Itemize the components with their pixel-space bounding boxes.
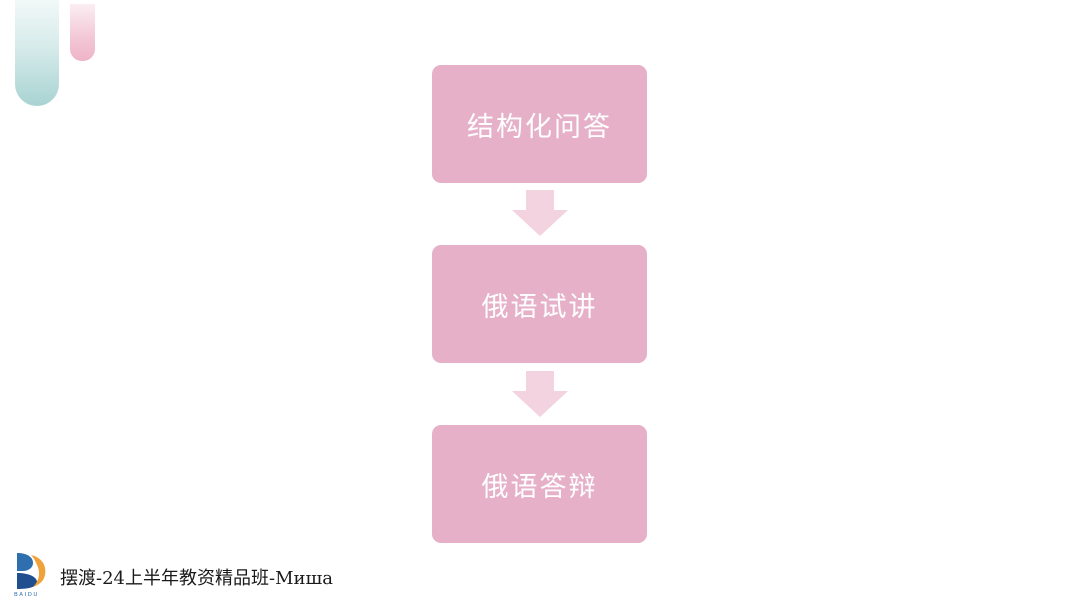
flow-step-label: 俄语答辩 <box>481 471 598 503</box>
footer-caption: 摆渡-24上半年教资精品班-Миша <box>60 568 333 589</box>
decorative-teal-bar <box>15 0 59 106</box>
flow-step-structured-qa: 结构化问答 <box>432 65 647 183</box>
flow-step-label: 结构化问答 <box>467 111 612 143</box>
baidu-logo: BAIDU <box>14 553 46 597</box>
svg-text:BAIDU: BAIDU <box>14 592 39 597</box>
down-arrow-icon <box>512 371 568 417</box>
flow-step-russian-defense: 俄语答辩 <box>432 425 647 543</box>
flow-step-label: 俄语试讲 <box>481 291 598 323</box>
flow-step-russian-trial-lecture: 俄语试讲 <box>432 245 647 363</box>
down-arrow-icon <box>512 190 568 236</box>
decorative-pink-bar <box>70 4 95 61</box>
